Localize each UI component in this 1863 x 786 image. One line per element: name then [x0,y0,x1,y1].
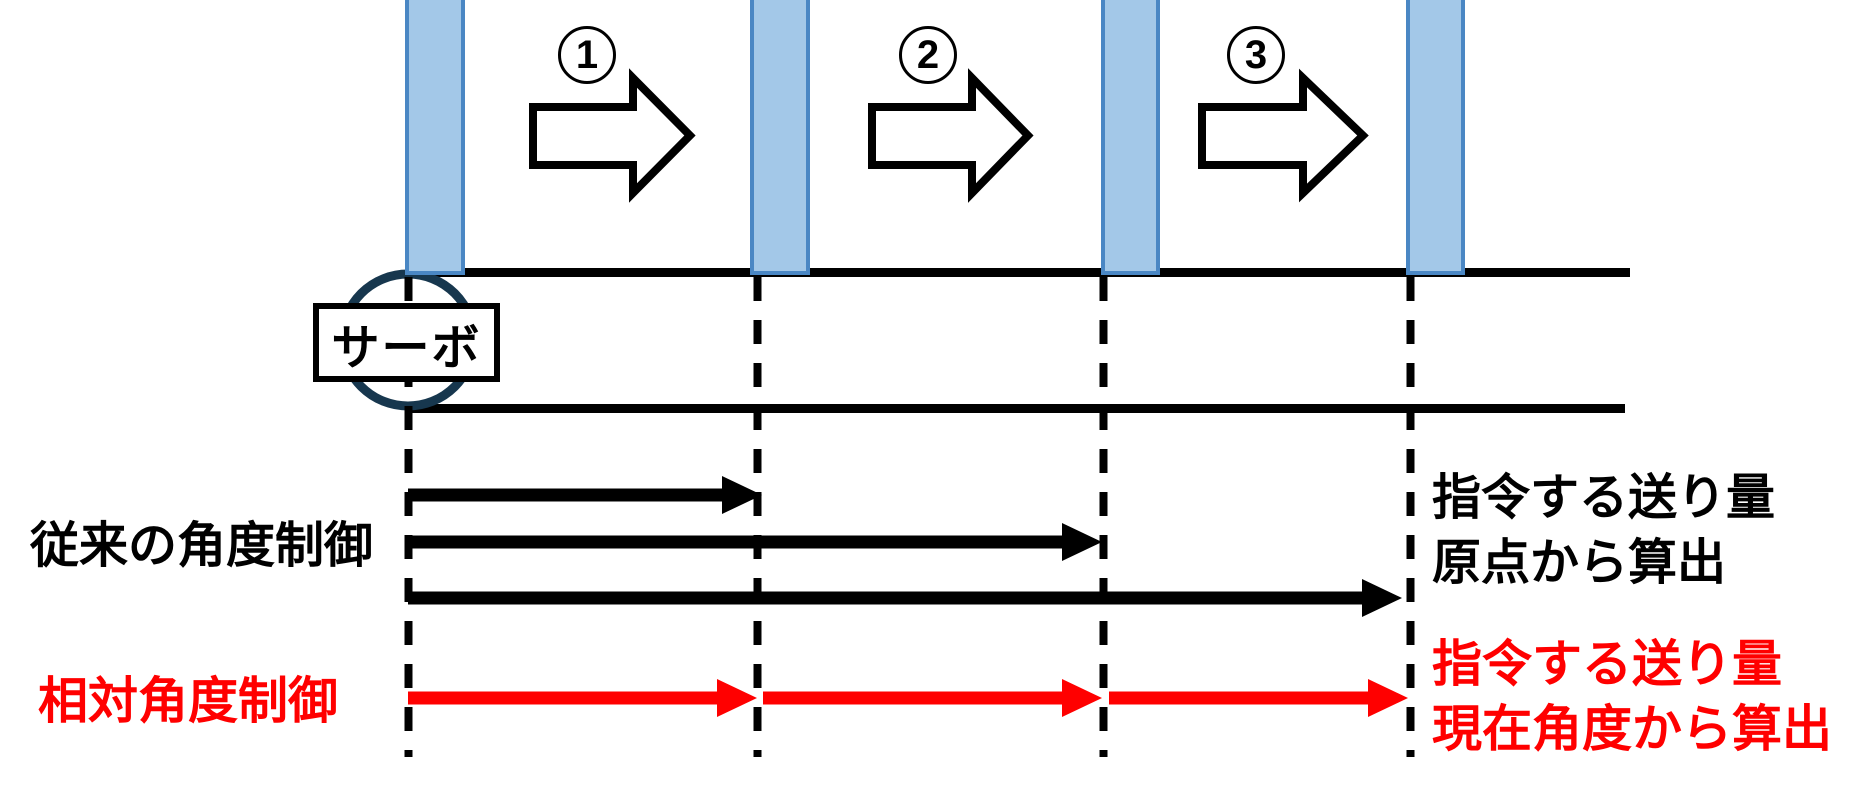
step-arrow-icon-2 [868,68,1034,203]
relative-annotation: 指令する送り量 現在角度から算出 [1432,632,1832,762]
conventional-arrow-2 [408,523,1102,561]
servo-label: サーボ [331,321,482,375]
signal-bar-2 [750,0,810,275]
step-arrow-icon-1 [529,68,696,203]
conventional-arrow-1 [408,476,762,514]
step-number-label: 2 [916,33,940,77]
relative-arrow-3 [1109,679,1408,717]
step-number-circle-2: 2 [899,26,957,84]
conventional-arrow-3 [408,579,1402,617]
step-arrow-icon-3 [1198,68,1369,203]
step-number-label: 3 [1244,33,1268,77]
signal-bar-4 [1406,0,1465,275]
relative-annotation-line2: 現在角度から算出 [1432,701,1832,757]
servo-label-box: サーボ [313,303,500,382]
step-number-circle-1: 1 [558,26,616,84]
conventional-annotation: 指令する送り量 原点から算出 [1432,466,1775,596]
relative-annotation-line1: 指令する送り量 [1432,636,1782,692]
signal-bar-3 [1101,0,1160,275]
relative-arrow-1 [408,679,757,717]
conventional-annotation-line1: 指令する送り量 [1432,471,1776,525]
relative-control-row-label: 相対角度制御 [38,673,338,729]
conventional-control-row-label: 従来の角度制御 [30,519,374,573]
step-number-circle-3: 3 [1227,26,1285,84]
signal-bar-1 [405,0,465,275]
step-number-label: 1 [575,33,599,77]
conventional-annotation-line2: 原点から算出 [1432,536,1727,590]
relative-arrow-2 [763,679,1102,717]
